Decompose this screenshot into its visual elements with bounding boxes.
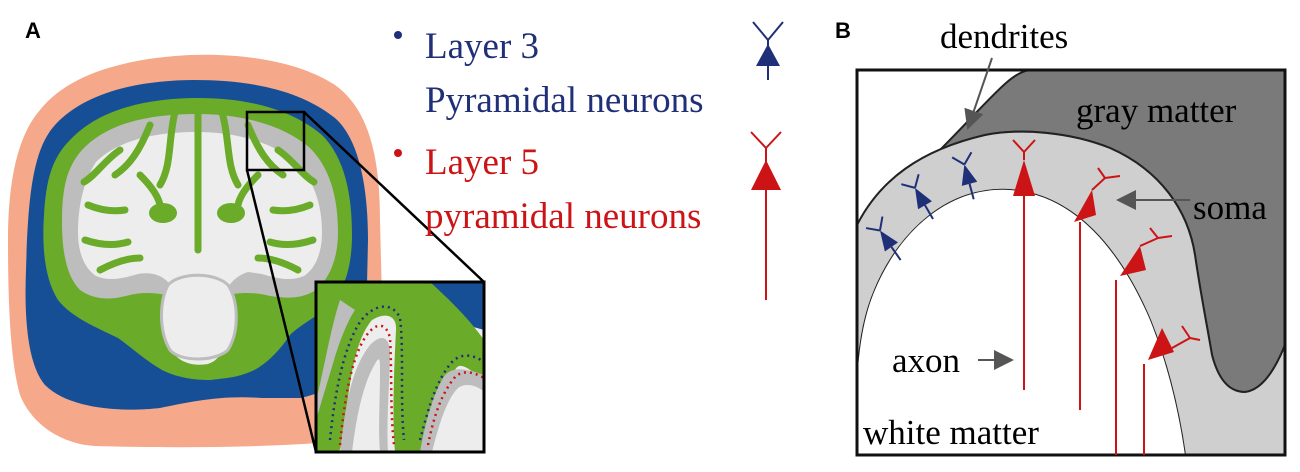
legend-layer3-line1: Layer 3 (425, 26, 539, 67)
label-dendrites: dendrites (940, 17, 1068, 56)
panel-a-letter: A (25, 18, 41, 43)
dendrites-arrow (964, 57, 993, 130)
layer5-neurons (1012, 139, 1201, 455)
zoom-line-right (303, 111, 485, 283)
panel-b: B (835, 17, 1287, 457)
ventricle-left (149, 203, 177, 223)
legend-layer5-line1: Layer 5 (425, 142, 539, 183)
legend: Layer 3 Pyramidal neurons Layer 5 pyrami… (394, 21, 784, 300)
layer5-neuron-1 (1012, 139, 1036, 390)
legend-layer3-line2: Pyramidal neurons (425, 80, 703, 121)
layer3-neuron-icon (752, 21, 784, 80)
label-axon: axon (892, 341, 960, 380)
ventricle-right (217, 203, 245, 223)
legend-dot-layer3 (394, 31, 402, 39)
label-soma: soma (1193, 188, 1267, 227)
sulci-pattern (80, 98, 318, 274)
legend-layer5-line2: pyramidal neurons (425, 196, 701, 237)
legend-dot-layer5 (394, 149, 402, 157)
brainstem (160, 273, 238, 361)
zoom-source-box (245, 110, 306, 172)
inset-magnified-cortex (314, 280, 486, 454)
label-white-matter: white matter (863, 413, 1039, 452)
panel-b-letter: B (835, 18, 851, 43)
layer5-neuron-4 (1143, 325, 1201, 455)
layer5-neuron-icon (750, 131, 782, 300)
zoom-line-left (245, 169, 318, 453)
layer3-neurons (865, 151, 978, 261)
panel-b-border (855, 68, 1287, 457)
layer5-neuron-2 (1074, 167, 1121, 410)
brain-coronal-section (8, 54, 382, 448)
layer5-neuron-3 (1115, 227, 1173, 455)
white-matter-b (857, 189, 1185, 455)
label-gray-matter: gray matter (1076, 91, 1237, 130)
panel-a: A (8, 18, 784, 454)
